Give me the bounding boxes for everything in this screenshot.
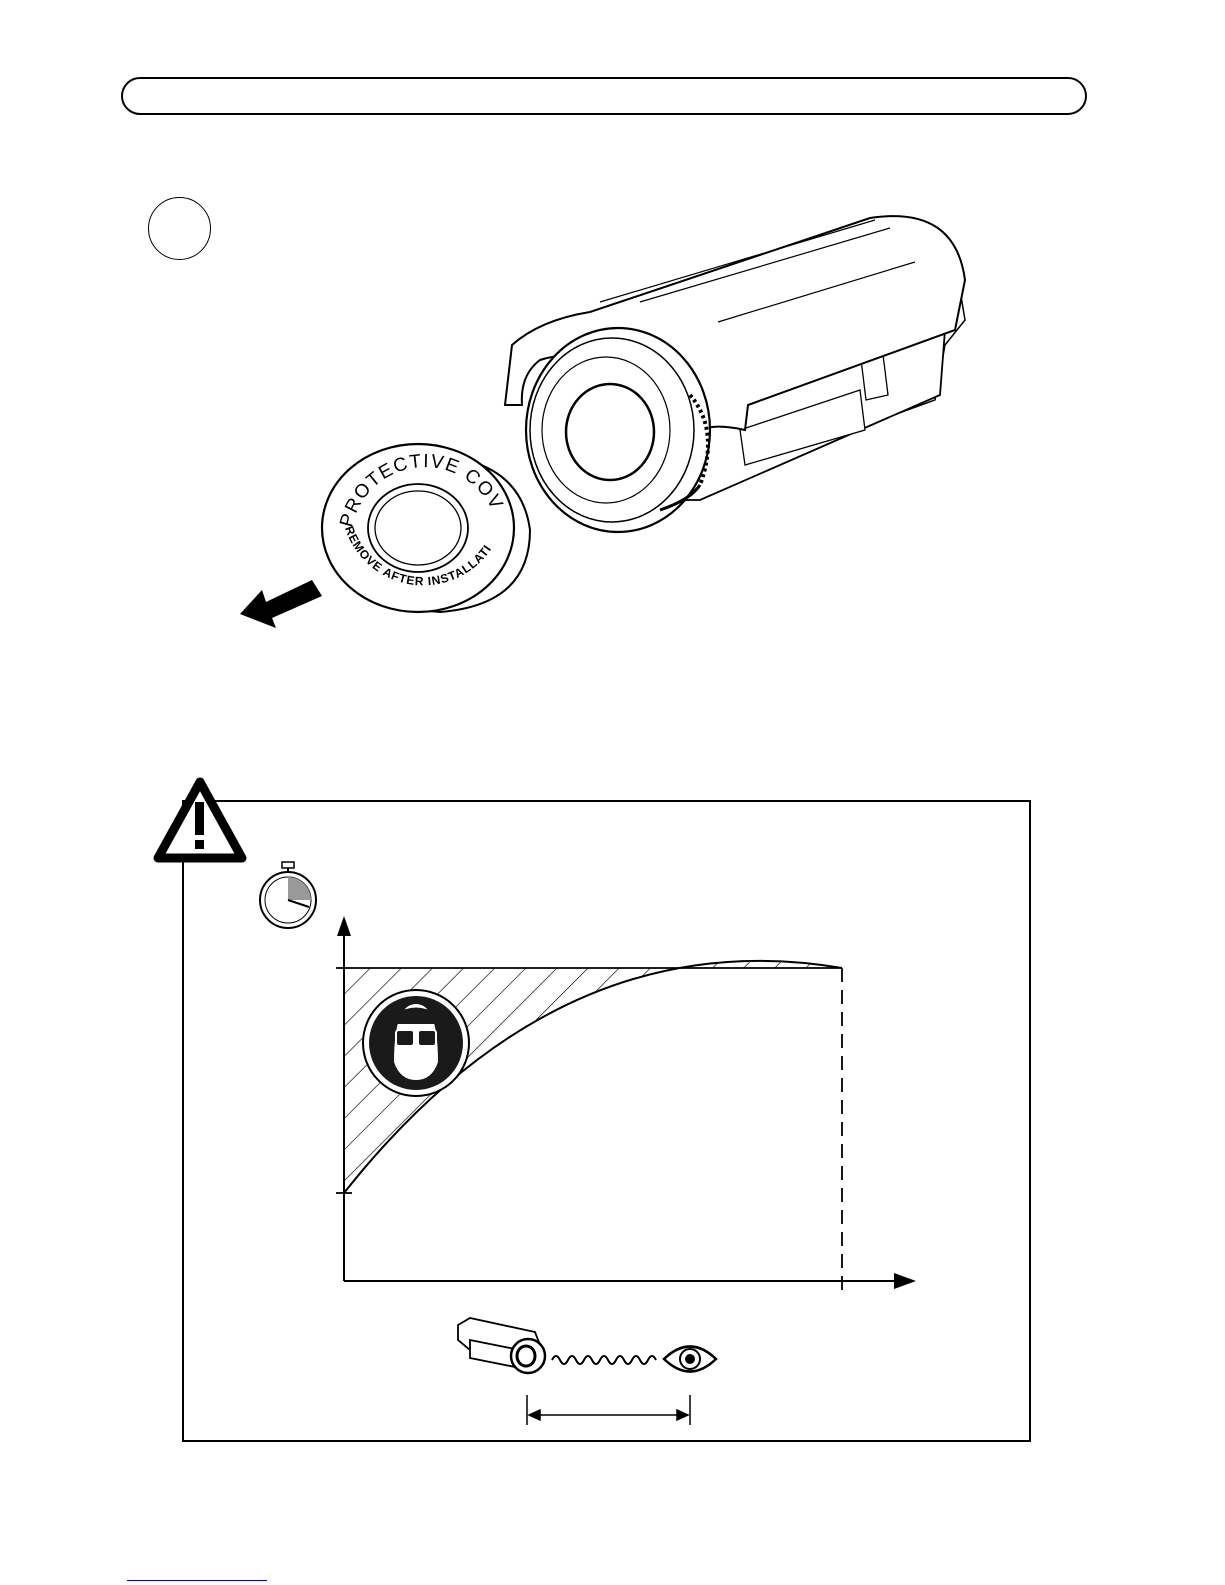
footer-link-underline[interactable] [127,1580,267,1581]
eye-icon [664,1347,716,1372]
camera-housing-illustration [505,216,965,532]
safety-goggles-icon [363,990,469,1096]
radiation-wave [552,1356,656,1364]
camera-icon [458,1318,545,1373]
protective-cover-illustration: PROTECTIVE COVER REMOVE AFTER INSTALLATI… [0,0,530,612]
hazard-chart [336,916,916,1290]
stopwatch-icon [260,862,316,928]
warning-triangle-icon [158,782,242,858]
remove-arrow-icon [240,580,322,628]
distance-dimension [527,1395,690,1425]
